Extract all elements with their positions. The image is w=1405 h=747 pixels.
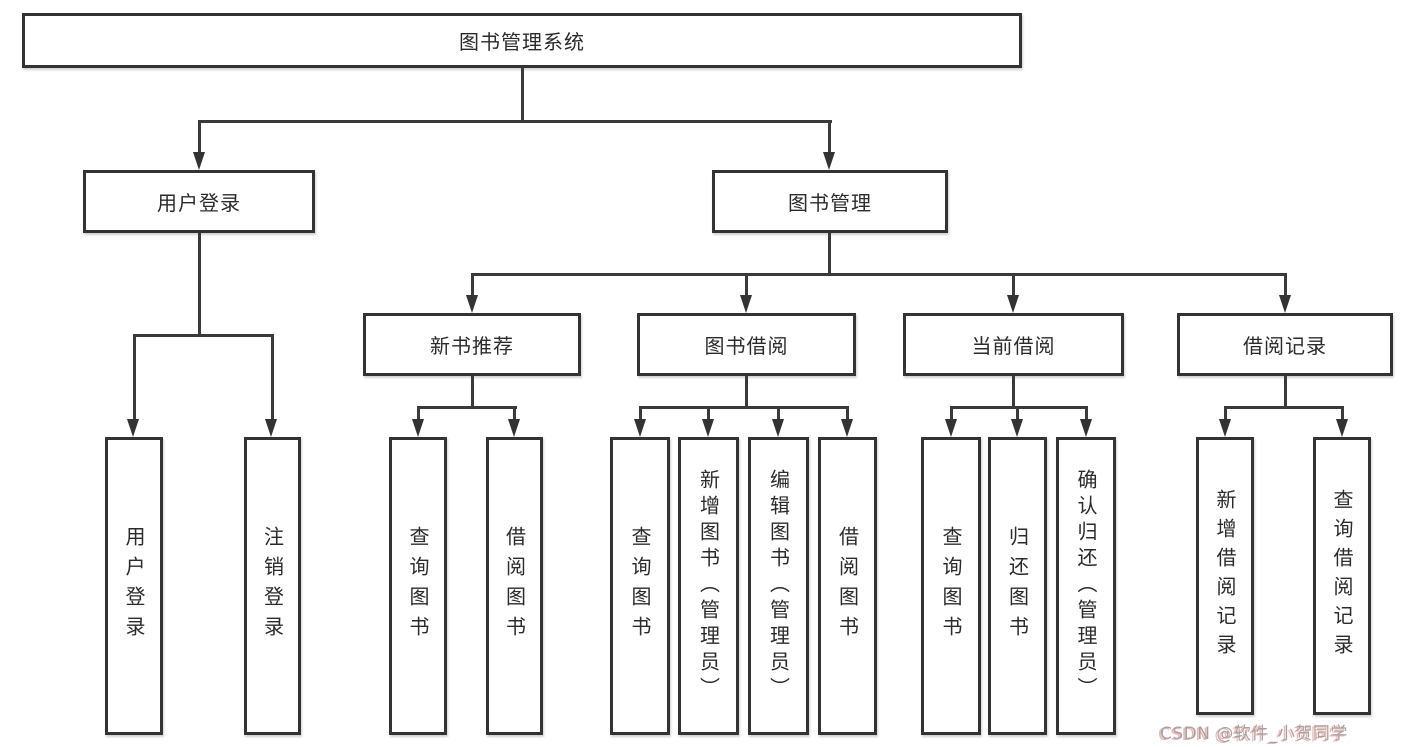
connector-vline	[417, 406, 420, 422]
connector-vline	[133, 334, 136, 421]
leaf-box-borrow-book: 借阅图书	[818, 437, 877, 735]
node-label-library-system: 图书管理系统	[459, 30, 585, 54]
arrow-down-icon	[1080, 419, 1092, 437]
connector-vline	[471, 376, 474, 409]
connector-hline	[639, 406, 849, 409]
connector-vline	[1284, 376, 1287, 409]
connector-vline	[1224, 406, 1227, 422]
arrow-down-icon	[466, 295, 478, 313]
connector-hline	[198, 120, 832, 123]
leaf-box-query-book-current: 查询图书	[921, 437, 981, 735]
arrow-down-icon	[634, 419, 646, 437]
connector-vline	[271, 334, 274, 421]
arrow-down-icon	[1219, 419, 1231, 437]
connector-vline	[707, 406, 710, 422]
connector-vline	[471, 273, 474, 297]
arrow-down-icon	[1011, 419, 1023, 437]
connector-hline	[417, 406, 517, 409]
connector-vline	[745, 376, 748, 409]
node-box-current-borrow: 当前借阅	[903, 313, 1124, 376]
node-label-borrow-records: 借阅记录	[1243, 334, 1327, 358]
connector-vline	[198, 120, 201, 155]
node-label-current-borrow: 当前借阅	[971, 334, 1056, 358]
leaf-label-user-login: 用户登录	[122, 526, 146, 646]
arrow-down-icon	[1007, 295, 1019, 313]
connector-vline	[1016, 406, 1019, 422]
arrow-down-icon	[702, 419, 714, 437]
csdn-watermark: CSDN @软件_小贺同学	[1160, 724, 1348, 744]
leaf-box-return-book: 归还图书	[988, 437, 1047, 735]
connector-hline	[950, 406, 1088, 409]
leaf-label-confirm-return-admin: 确认归还（管理员）	[1074, 469, 1098, 703]
connector-hline	[133, 334, 274, 337]
leaf-label-query-book-recommend: 查询图书	[406, 526, 430, 646]
arrow-down-icon	[127, 419, 139, 437]
node-box-library-system: 图书管理系统	[22, 13, 1022, 68]
connector-vline	[1085, 406, 1088, 422]
node-label-user-login: 用户登录	[157, 191, 241, 215]
arrow-down-icon	[1336, 419, 1348, 437]
node-box-user-login: 用户登录	[83, 170, 315, 233]
leaf-box-confirm-return-admin: 确认归还（管理员）	[1056, 437, 1116, 735]
leaf-box-add-borrow-record: 新增借阅记录	[1196, 437, 1254, 715]
arrow-down-icon	[740, 295, 752, 313]
arrow-down-icon	[265, 419, 277, 437]
node-box-book-management: 图书管理	[712, 170, 948, 233]
leaf-label-query-book-current: 查询图书	[939, 526, 963, 646]
leaf-label-borrow-book: 借阅图书	[835, 526, 860, 646]
connector-vline	[777, 406, 780, 422]
node-box-new-book-recommend: 新书推荐	[363, 313, 581, 376]
leaf-label-logout: 注销登录	[260, 526, 285, 646]
arrow-down-icon	[412, 419, 424, 437]
leaf-label-add-book-admin: 新增图书（管理员）	[696, 469, 721, 703]
leaf-label-query-borrow-record: 查询借阅记录	[1330, 489, 1354, 663]
arrow-down-icon	[1279, 295, 1291, 313]
connector-vline	[828, 233, 831, 273]
node-box-borrow-records: 借阅记录	[1177, 313, 1393, 376]
leaf-box-edit-book-admin: 编辑图书（管理员）	[748, 437, 809, 735]
arrow-down-icon	[508, 419, 520, 437]
connector-hline	[1224, 406, 1344, 409]
connector-vline	[846, 406, 849, 422]
connector-vline	[521, 68, 524, 120]
leaf-box-query-borrow-record: 查询借阅记录	[1313, 437, 1371, 715]
leaf-label-return-book: 归还图书	[1005, 526, 1030, 646]
connector-vline	[198, 233, 201, 337]
connector-vline	[1284, 273, 1287, 297]
arrow-down-icon	[193, 152, 205, 170]
leaf-label-edit-book-admin: 编辑图书（管理员）	[766, 469, 791, 703]
node-label-book-management: 图书管理	[788, 191, 872, 215]
connector-hline	[471, 273, 1287, 276]
leaf-box-add-book-admin: 新增图书（管理员）	[678, 437, 739, 735]
node-label-book-borrow: 图书借阅	[704, 334, 789, 358]
connector-vline	[828, 120, 831, 155]
leaf-label-add-borrow-record: 新增借阅记录	[1213, 489, 1237, 663]
leaf-label-borrow-book-recommend: 借阅图书	[502, 526, 527, 646]
arrow-down-icon	[772, 419, 784, 437]
connector-vline	[513, 406, 516, 422]
arrow-down-icon	[841, 419, 853, 437]
node-box-book-borrow: 图书借阅	[637, 313, 856, 376]
leaf-box-user-login: 用户登录	[105, 437, 163, 735]
connector-vline	[1012, 273, 1015, 297]
connector-vline	[1012, 376, 1015, 409]
leaf-box-query-book-recommend: 查询图书	[389, 437, 447, 735]
leaf-label-query-book-borrow: 查询图书	[628, 526, 652, 646]
connector-vline	[639, 406, 642, 422]
connector-vline	[1341, 406, 1344, 422]
arrow-down-icon	[823, 152, 835, 170]
leaf-box-query-book-borrow: 查询图书	[610, 437, 670, 735]
arrow-down-icon	[945, 419, 957, 437]
leaf-box-logout: 注销登录	[244, 437, 301, 735]
connector-vline	[950, 406, 953, 422]
node-label-new-book-recommend: 新书推荐	[430, 334, 514, 358]
leaf-box-borrow-book-recommend: 借阅图书	[486, 437, 543, 735]
connector-vline	[745, 273, 748, 297]
